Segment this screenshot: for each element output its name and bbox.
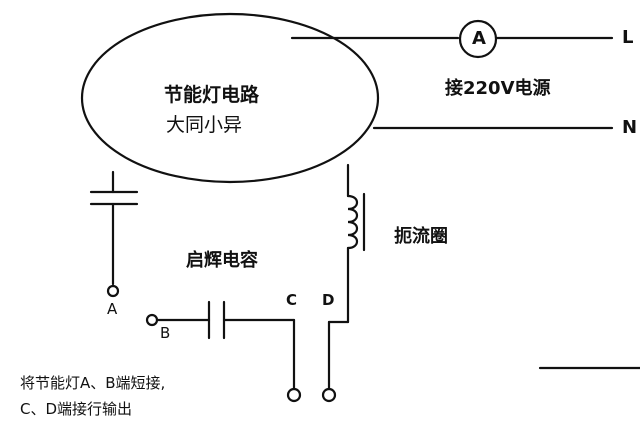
choke-label: 扼流圈: [394, 226, 448, 247]
node-c-label: C: [286, 291, 298, 309]
ammeter-symbol: A: [472, 28, 486, 49]
node-a-label: A: [107, 300, 118, 318]
terminal-l-label: L: [622, 27, 634, 48]
instruction-line-1: 将节能灯A、B端短接,: [20, 374, 166, 392]
node-b-label: B: [160, 324, 171, 342]
bulb-subtitle: 大同小异: [166, 114, 243, 136]
choke-coil: [346, 194, 359, 250]
terminal-n-label: N: [622, 117, 638, 138]
node-d-label: D: [322, 291, 335, 309]
ammeter-circle: [458, 19, 498, 59]
terminal-b: [145, 313, 159, 327]
bulb-title: 节能灯电路: [164, 84, 260, 106]
terminal-d: [321, 387, 337, 403]
power-note: 接220V电源: [445, 78, 551, 99]
terminal-a: [106, 284, 120, 298]
terminal-c: [286, 387, 302, 403]
instruction-line-2: C、D端接行输出: [20, 400, 133, 418]
bulb-ellipse: [80, 12, 380, 184]
starter-capacitor-label: 启辉电容: [186, 250, 258, 271]
